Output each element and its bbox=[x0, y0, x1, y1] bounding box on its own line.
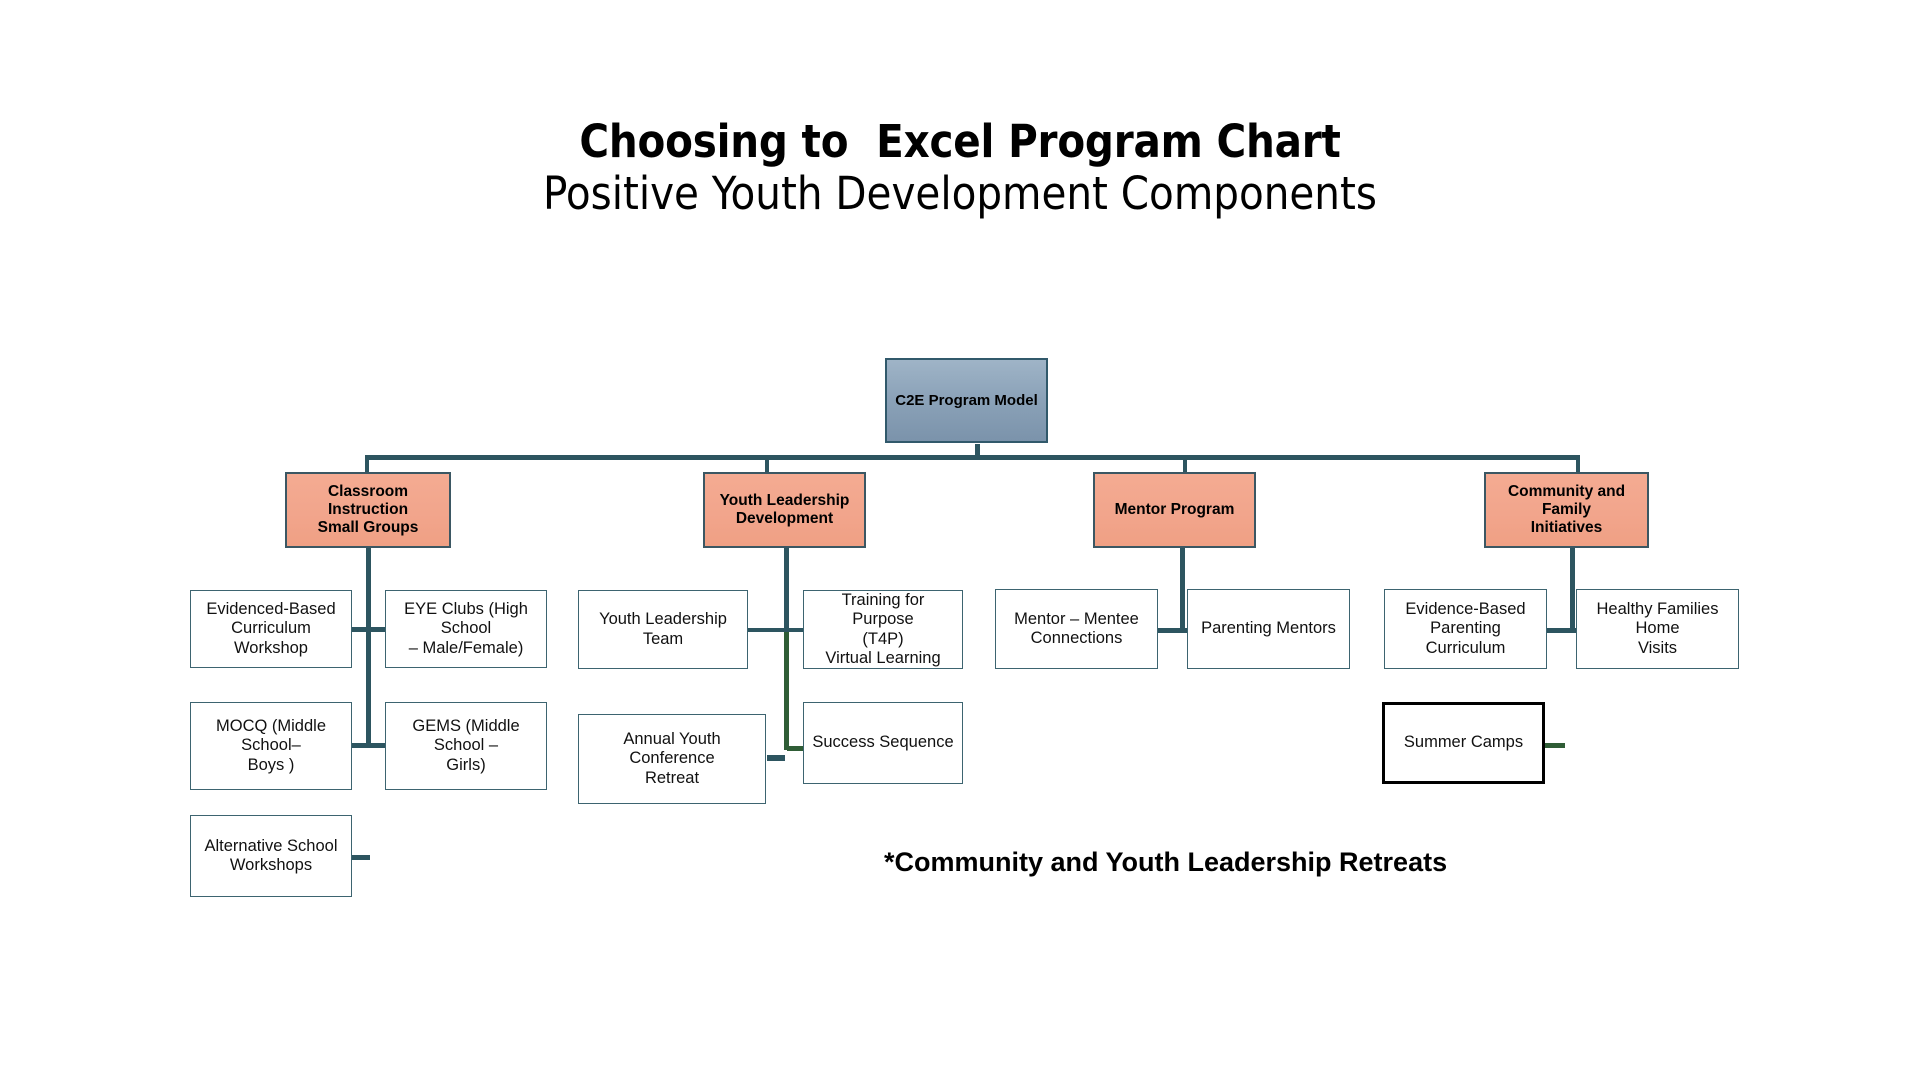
connector-root-stem bbox=[975, 444, 980, 457]
connector-youth-spine bbox=[784, 548, 789, 632]
connector-classroom-row2-right bbox=[369, 743, 387, 748]
connector-classroom-row2-left bbox=[351, 743, 368, 748]
node-label: Evidenced-Based Curriculum Workshop bbox=[206, 600, 336, 657]
node-branch-classroom-instruction[interactable]: Classroom Instruction Small Groups bbox=[285, 472, 451, 548]
node-leaf-training-for-purpose[interactable]: Training for Purpose (T4P) Virtual Learn… bbox=[803, 590, 963, 669]
node-label: MOCQ (Middle School– Boys ) bbox=[215, 717, 326, 774]
node-label: Mentor Program bbox=[1114, 501, 1235, 519]
node-leaf-mocq[interactable]: MOCQ (Middle School– Boys ) bbox=[190, 702, 352, 790]
connector-bus-to-mentor bbox=[1183, 455, 1187, 472]
node-label: Annual Youth Conference Retreat bbox=[623, 730, 721, 787]
connector-youth-row1-right bbox=[787, 628, 805, 632]
node-leaf-success-sequence[interactable]: Success Sequence bbox=[803, 702, 963, 784]
node-leaf-annual-youth-conference-retreat[interactable]: Annual Youth Conference Retreat bbox=[578, 714, 766, 804]
connector-bus-to-youth-leadership bbox=[765, 455, 769, 472]
connector-mentor-row1-left bbox=[1157, 628, 1182, 633]
page-subtitle: Positive Youth Development Components bbox=[543, 166, 1377, 220]
node-label: GEMS (Middle School – Girls) bbox=[412, 717, 520, 774]
connector-main-bus bbox=[365, 455, 1580, 460]
connector-community-summer-camps-stub bbox=[1545, 743, 1565, 748]
connector-youth-row2-right bbox=[787, 746, 805, 751]
node-label: Youth Leadership Team bbox=[599, 610, 727, 648]
connector-community-spine bbox=[1570, 548, 1575, 633]
page-title: Choosing to Excel Program Chart bbox=[579, 115, 1341, 168]
node-leaf-gems[interactable]: GEMS (Middle School – Girls) bbox=[385, 702, 547, 790]
connector-classroom-row3-stub bbox=[352, 855, 370, 860]
node-label: Training for Purpose (T4P) Virtual Learn… bbox=[825, 591, 941, 667]
connector-youth-row2-left bbox=[767, 755, 785, 761]
node-leaf-youth-leadership-team[interactable]: Youth Leadership Team bbox=[578, 590, 748, 669]
connector-classroom-row1-right bbox=[369, 627, 387, 632]
footnote-retreats: *Community and Youth Leadership Retreats bbox=[884, 847, 1448, 877]
node-leaf-parenting-mentors[interactable]: Parenting Mentors bbox=[1187, 589, 1350, 669]
node-label: Summer Camps bbox=[1403, 733, 1524, 752]
node-label: EYE Clubs (High School – Male/Female) bbox=[404, 600, 528, 657]
node-label: Success Sequence bbox=[812, 733, 954, 752]
node-label: Evidence-Based Parenting Curriculum bbox=[1405, 600, 1526, 657]
connector-youth-row1-left bbox=[748, 628, 786, 632]
node-root-c2e-program-model[interactable]: C2E Program Model bbox=[885, 358, 1048, 443]
node-label: Parenting Mentors bbox=[1201, 619, 1336, 638]
connector-youth-spine-green bbox=[784, 632, 789, 750]
node-leaf-alternative-school-workshops[interactable]: Alternative School Workshops bbox=[190, 815, 352, 897]
node-branch-community-and-family-initiatives[interactable]: Community and Family Initiatives bbox=[1484, 472, 1649, 548]
node-leaf-evidenced-based-curriculum-workshop[interactable]: Evidenced-Based Curriculum Workshop bbox=[190, 590, 352, 668]
node-leaf-eye-clubs[interactable]: EYE Clubs (High School – Male/Female) bbox=[385, 590, 547, 668]
node-label: Mentor – Mentee Connections bbox=[1014, 609, 1139, 647]
node-leaf-mentor-mentee-connections[interactable]: Mentor – Mentee Connections bbox=[995, 589, 1158, 669]
connector-bus-to-classroom bbox=[365, 455, 369, 472]
node-label: Community and Family Initiatives bbox=[1507, 483, 1626, 536]
connector-classroom-row1-left bbox=[351, 627, 368, 632]
chart-header: Choosing to Excel Program Chart Positive… bbox=[0, 115, 1920, 220]
node-label: Youth Leadership Development bbox=[719, 492, 850, 527]
node-leaf-healthy-families-home-visits[interactable]: Healthy Families Home Visits bbox=[1576, 589, 1739, 669]
node-label: Alternative School Workshops bbox=[204, 836, 338, 874]
connector-mentor-spine bbox=[1180, 548, 1185, 633]
connector-classroom-spine bbox=[366, 548, 371, 748]
connector-bus-to-community bbox=[1576, 455, 1580, 472]
node-leaf-evidence-based-parenting-curriculum[interactable]: Evidence-Based Parenting Curriculum bbox=[1384, 589, 1547, 669]
node-label: Healthy Families Home Visits bbox=[1596, 600, 1719, 657]
node-label: Classroom Instruction Small Groups bbox=[317, 483, 419, 536]
node-leaf-summer-camps[interactable]: Summer Camps bbox=[1382, 702, 1545, 784]
node-branch-youth-leadership-development[interactable]: Youth Leadership Development bbox=[703, 472, 866, 548]
node-label: C2E Program Model bbox=[895, 391, 1038, 409]
node-branch-mentor-program[interactable]: Mentor Program bbox=[1093, 472, 1256, 548]
connector-community-row1-left bbox=[1546, 628, 1571, 633]
